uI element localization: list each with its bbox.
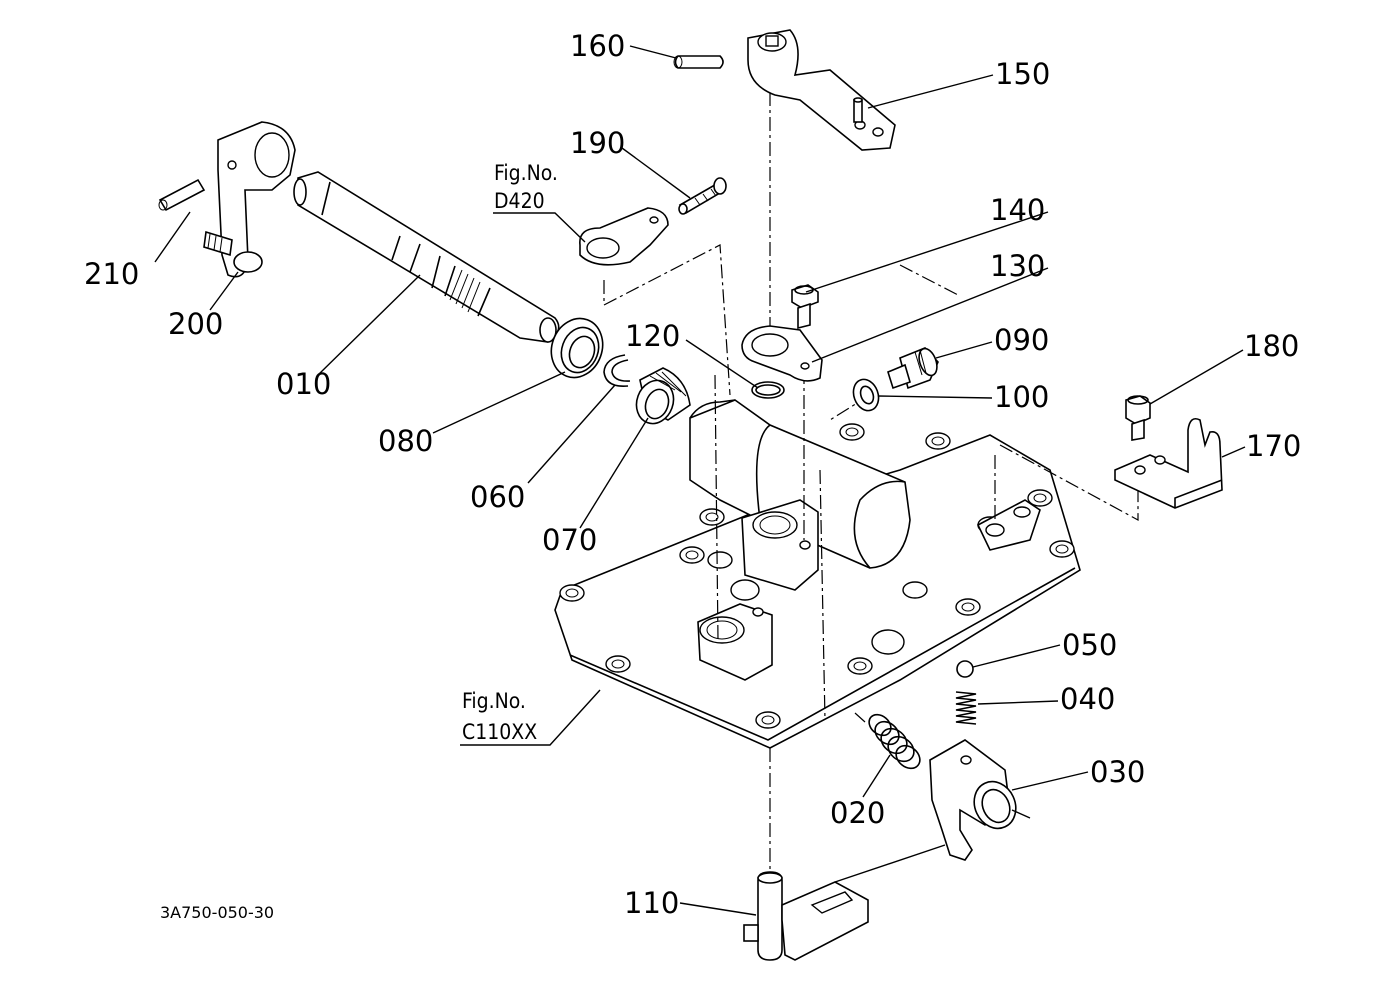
label-160: 160 <box>570 29 625 63</box>
label-110: 110 <box>624 886 679 920</box>
center-lines <box>603 92 1139 880</box>
part-210-spring-pin <box>158 178 206 212</box>
reference-bottom-line2: C110XX <box>462 720 537 744</box>
label-200: 200 <box>168 307 223 341</box>
label-080: 080 <box>378 424 433 458</box>
label-020: 020 <box>830 796 885 830</box>
label-010: 010 <box>276 367 331 401</box>
part-160-spring-pin <box>673 55 724 69</box>
part-110-lever-shaft <box>743 844 946 961</box>
label-180: 180 <box>1244 329 1299 363</box>
cover-plate-housing <box>554 399 1081 749</box>
part-090-plug <box>887 347 939 390</box>
part-140-bolt <box>791 284 819 330</box>
part-170-bracket <box>1114 417 1223 509</box>
part-060-retaining-ring <box>603 354 631 388</box>
part-030-detent-housing <box>929 739 1017 861</box>
label-150: 150 <box>995 57 1050 91</box>
part-070-needle-bearing <box>635 367 691 425</box>
label-210: 210 <box>84 257 139 291</box>
part-020-spring <box>868 713 921 770</box>
label-030: 030 <box>1090 755 1145 789</box>
label-130: 130 <box>990 249 1045 283</box>
label-070: 070 <box>542 523 597 557</box>
part-130-flange-plate <box>741 325 823 382</box>
label-050: 050 <box>1062 628 1117 662</box>
label-100: 100 <box>994 380 1049 414</box>
diagram-code: 3A750-050-30 <box>160 903 274 922</box>
part-050-ball <box>956 660 974 678</box>
rod-end-plate <box>579 207 669 266</box>
label-040: 040 <box>1060 682 1115 716</box>
reference-top-line1: Fig.No. <box>494 161 558 185</box>
label-140: 140 <box>990 193 1045 227</box>
part-100-washer <box>852 378 880 412</box>
label-170: 170 <box>1246 429 1301 463</box>
part-labels: 160 150 190 140 130 120 090 100 180 170 … <box>84 29 1301 922</box>
part-180-bolt <box>1125 395 1151 441</box>
part-190-clevis-pin <box>678 177 727 215</box>
reference-bottom-line1: Fig.No. <box>462 689 526 713</box>
label-060: 060 <box>470 480 525 514</box>
label-120: 120 <box>625 319 680 353</box>
part-080-oil-seal <box>550 317 604 379</box>
part-120-o-ring <box>751 381 785 399</box>
reference-top-line2: D420 <box>494 189 545 213</box>
part-040-spring <box>955 691 977 725</box>
part-150-lever-arm <box>747 29 896 151</box>
leader-lines <box>154 45 1246 916</box>
label-090: 090 <box>994 323 1049 357</box>
part-200-lever <box>203 121 296 278</box>
label-190: 190 <box>570 126 625 160</box>
